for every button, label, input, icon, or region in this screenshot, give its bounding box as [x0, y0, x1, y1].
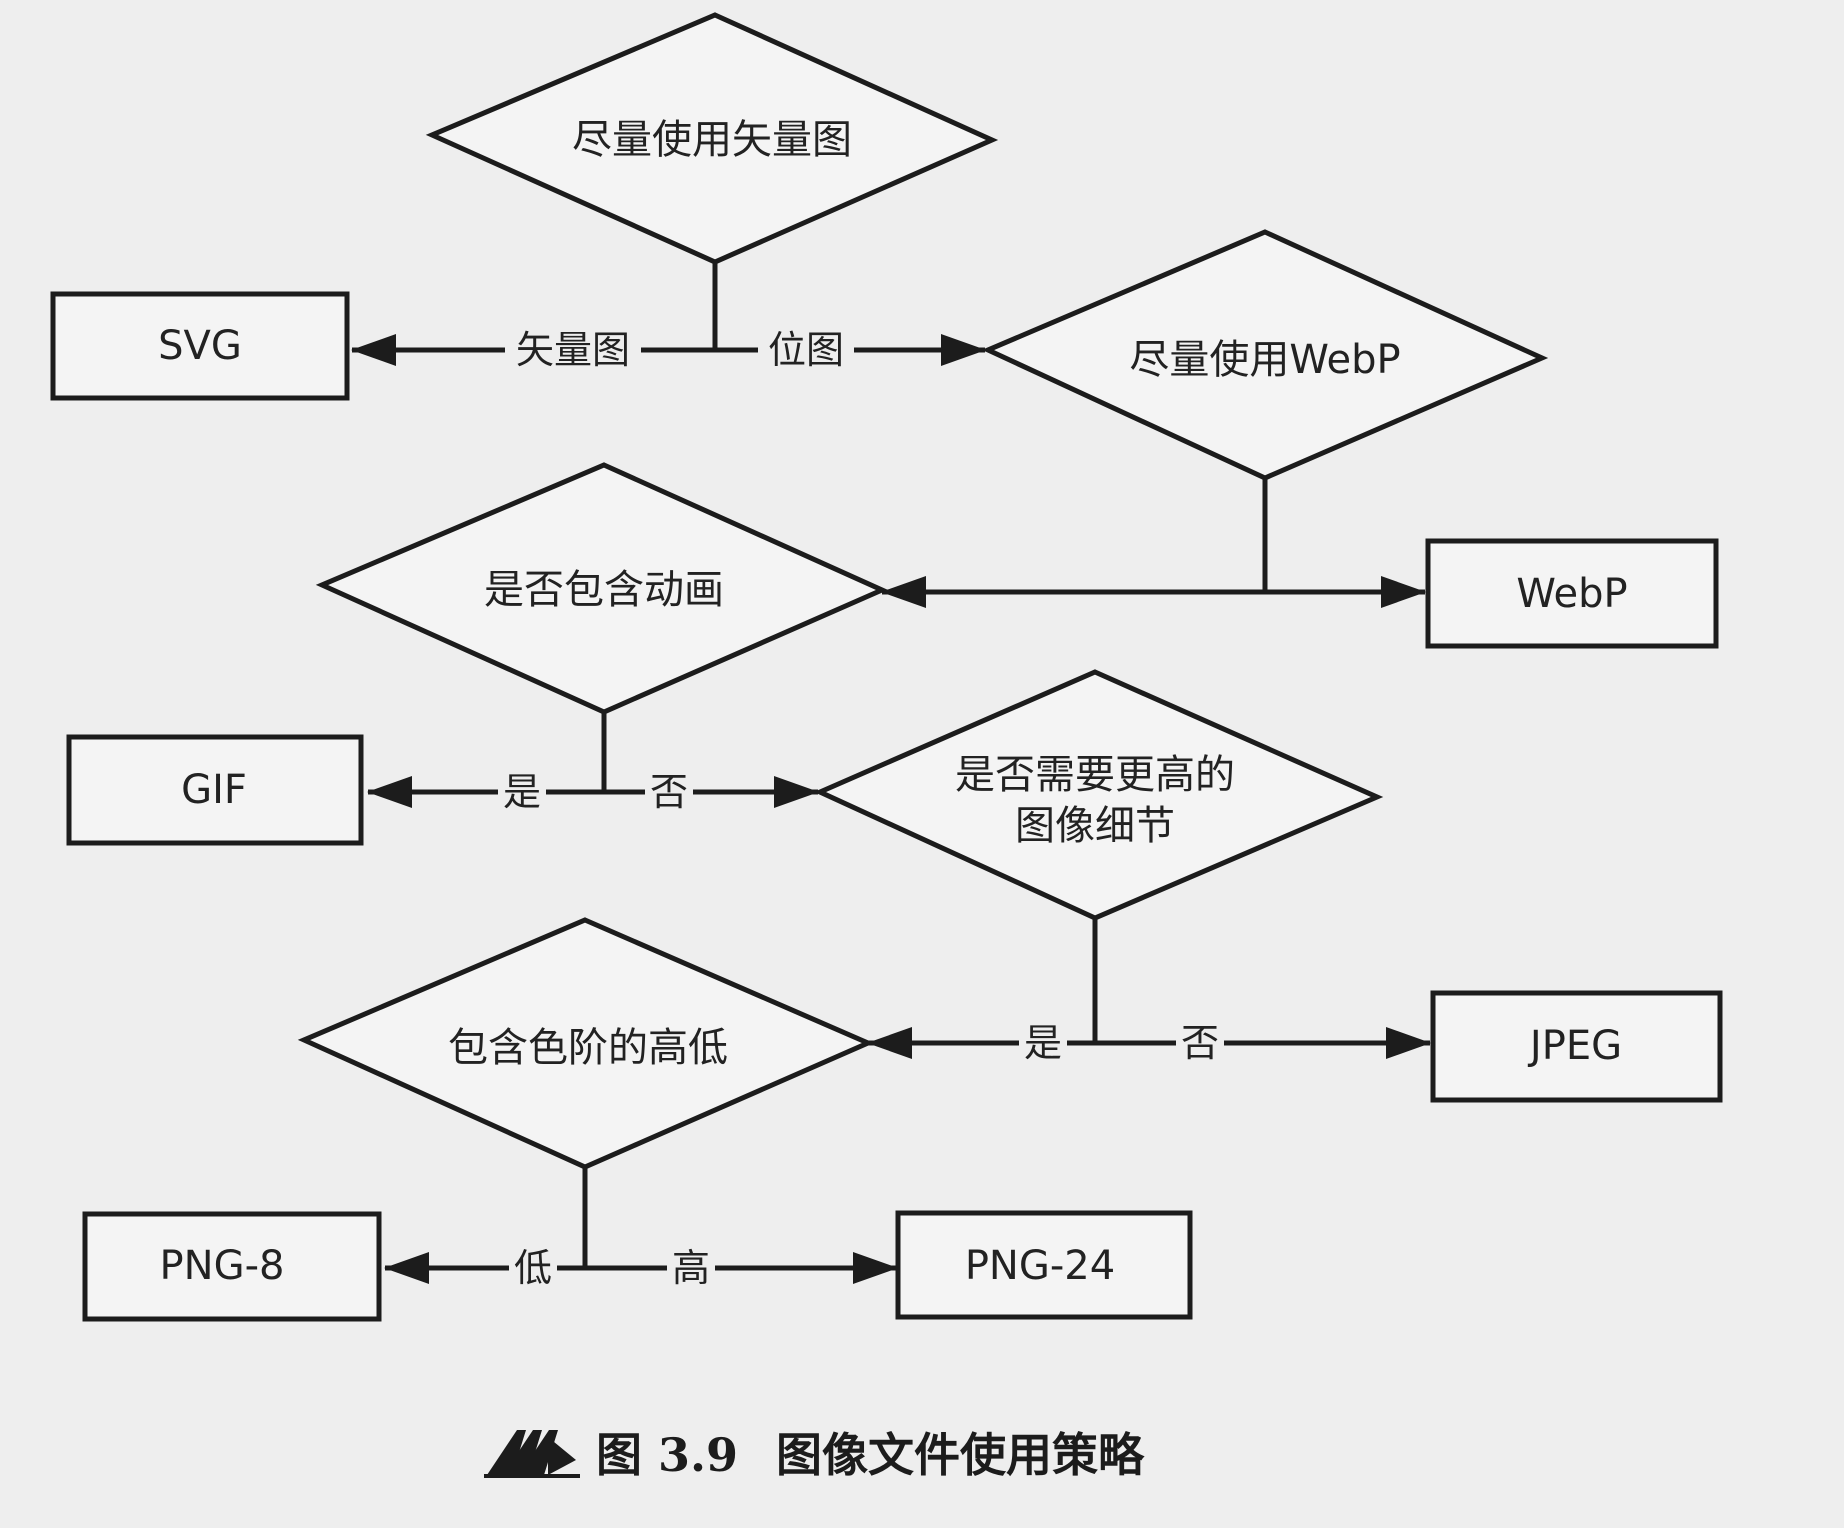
diamond-shape — [297, 917, 875, 1170]
edge-label-bg — [1176, 1020, 1224, 1066]
decision-webp-first: 尽量使用WebP — [981, 229, 1549, 481]
edge-label-animation-yes: 是 — [503, 770, 541, 814]
decision-detail-label-line2: 图像细节 — [1015, 803, 1175, 849]
edge-label-bg — [1019, 1020, 1067, 1066]
result-box — [1425, 538, 1719, 649]
decision-detail-label-line1: 是否需要更高的 — [955, 752, 1235, 798]
result-svg-label: SVG — [158, 323, 242, 369]
edge-label-bg — [498, 769, 546, 815]
result-box — [66, 734, 364, 846]
decision-detail: 是否需要更高的 图像细节 — [813, 669, 1384, 921]
decision-vector-first: 尽量使用矢量图 — [425, 12, 999, 265]
diamond-shape — [425, 12, 999, 265]
edge-label-high: 高 — [672, 1246, 710, 1290]
diamond-shape — [981, 229, 1549, 481]
decision-webp-first-label: 尽量使用WebP — [1129, 337, 1400, 383]
result-svg: SVG — [50, 291, 350, 401]
result-box — [895, 1210, 1193, 1320]
result-box — [50, 291, 350, 401]
result-webp: WebP — [1425, 538, 1719, 649]
result-gif-label: GIF — [181, 767, 247, 813]
result-box — [82, 1211, 382, 1322]
diamond-shape — [315, 462, 889, 715]
figure-caption: 图 3.9 图像文件使用策略 — [484, 1428, 1145, 1482]
result-jpeg: JPEG — [1430, 990, 1723, 1103]
edge-label-bg — [505, 326, 641, 374]
result-webp-label: WebP — [1516, 571, 1627, 617]
decision-animation-label: 是否包含动画 — [484, 567, 724, 613]
result-jpeg-label: JPEG — [1527, 1023, 1622, 1069]
decision-animation: 是否包含动画 — [315, 462, 889, 715]
publisher-logo-icon — [484, 1430, 580, 1478]
edge-label-bg — [758, 326, 854, 374]
decision-color-depth: 包含色阶的高低 — [297, 917, 875, 1170]
result-box — [1430, 990, 1723, 1103]
edge-label-bg — [645, 769, 693, 815]
result-png8: PNG-8 — [82, 1211, 382, 1322]
result-png24: PNG-24 — [895, 1210, 1193, 1320]
edge-labels: 矢量图 位图 是 否 是 否 低 高 — [498, 326, 1224, 1291]
decision-vector-first-label: 尽量使用矢量图 — [572, 117, 852, 163]
edge-label-animation-no: 否 — [650, 770, 688, 814]
decision-color-depth-label: 包含色阶的高低 — [448, 1025, 728, 1071]
result-gif: GIF — [66, 734, 364, 846]
diamond-shape — [813, 669, 1384, 921]
edge-label-bitmap: 位图 — [768, 328, 844, 372]
caption-text: 图像文件使用策略 — [776, 1428, 1145, 1482]
result-png8-label: PNG-8 — [160, 1243, 285, 1289]
edge-label-vector: 矢量图 — [516, 328, 630, 372]
edge-label-bg — [509, 1245, 557, 1291]
edge-label-detail-yes: 是 — [1024, 1021, 1062, 1065]
result-png24-label: PNG-24 — [965, 1243, 1115, 1289]
edge-label-low: 低 — [514, 1246, 552, 1290]
edge-label-detail-no: 否 — [1181, 1021, 1219, 1065]
caption-label: 图 3.9 — [596, 1428, 738, 1482]
edge-label-bg — [667, 1245, 715, 1291]
